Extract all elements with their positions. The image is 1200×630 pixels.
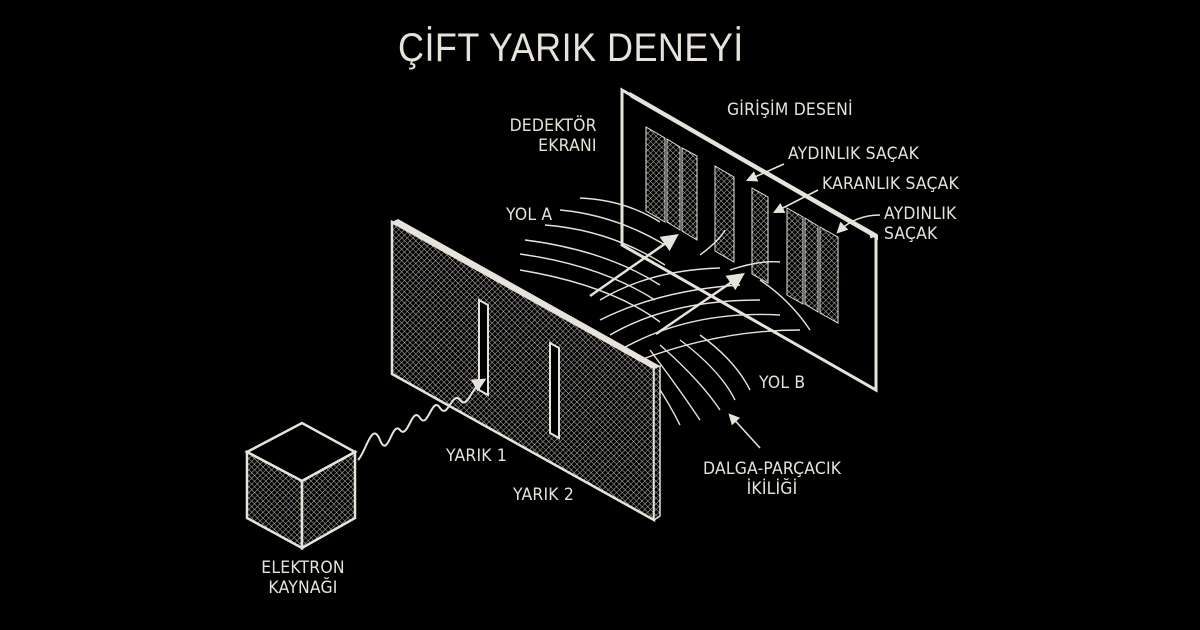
wavefronts [519, 197, 811, 426]
slit-barrier [390, 219, 661, 523]
label-wave-particle-duality: DALGA-PARÇACIK İKİLİĞİ [703, 459, 841, 499]
label-interference-pattern: GİRİŞİM DESENİ [727, 100, 853, 120]
electron-wave [357, 378, 487, 461]
label-line: DALGA-PARÇACIK [703, 459, 842, 479]
label-bright-fringe-2: AYDINLIK SAÇAK [884, 204, 956, 244]
label-path-a: YOL A [506, 205, 553, 225]
label-line: DEDEKTÖR [509, 116, 597, 136]
label-electron-source: ELEKTRON KAYNAĞI [243, 558, 363, 598]
interference-fringes [645, 126, 839, 324]
path-a-arrow [589, 233, 679, 298]
label-line: EKRANI [538, 136, 597, 156]
slit-1-opening [478, 298, 489, 397]
label-slit-2: YARIK 2 [513, 485, 574, 505]
label-line: İKİLİĞİ [746, 479, 798, 499]
electron-source-cube [244, 421, 358, 551]
slit-2-opening [549, 341, 560, 440]
label-slit-1: YARIK 1 [446, 446, 507, 466]
label-detector-screen: DEDEKTÖR EKRANI [510, 116, 597, 156]
diagram-title: ÇİFT YARIK DENEYİ [398, 26, 744, 70]
label-path-b: YOL B [759, 373, 806, 393]
path-b-arrow [655, 273, 745, 336]
label-bright-fringe-1: AYDINLIK SAÇAK [788, 144, 920, 164]
label-line: SAÇAK [884, 224, 938, 244]
label-line: ELEKTRON [261, 558, 345, 578]
label-dark-fringe: KARANLIK SAÇAK [822, 174, 959, 194]
label-line: AYDINLIK [884, 204, 957, 224]
label-line: KAYNAĞI [268, 578, 338, 598]
detector-screen [620, 87, 878, 393]
label-arrows [728, 163, 881, 449]
